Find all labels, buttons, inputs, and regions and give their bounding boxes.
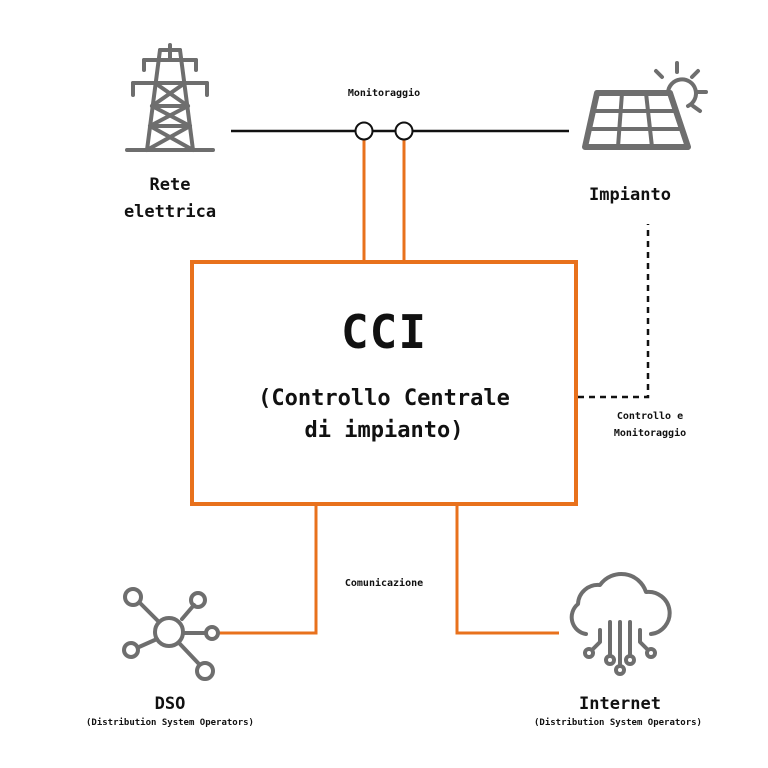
cci-subtitle-line2: di impianto) [304,417,464,443]
internet-title: Internet [579,694,661,714]
plant-label: Impianto [589,185,671,205]
control-label-line1: Controllo e [616,411,684,422]
cloud-circuit-icon [569,571,672,676]
network-hub-icon [122,587,220,681]
cci-title: CCI [340,305,428,359]
grid-label: Rete elettrica [100,172,240,226]
power-tower-icon [125,43,215,152]
monitoring-top-label: Monitoraggio [347,88,421,99]
cci-subtitle: (Controllo Centrale di impianto) [192,383,576,447]
internet-subtitle: (Distribution System Operators) [534,718,702,728]
communication-line-right [455,506,559,635]
control-dashed-line [578,224,650,399]
monitoring-node-left [354,121,374,141]
control-label-line2: Monitoraggio [613,428,687,439]
dso-title: DSO [154,694,186,714]
monitoring-node-right [394,121,414,141]
control-monitoring-label: Controllo e Monitoraggio [590,408,710,442]
cci-subtitle-line1: (Controllo Centrale [258,386,510,411]
cci-box [190,260,578,506]
communication-label: Comunicazione [344,578,424,589]
grid-label-line2: elettrica [123,202,217,223]
grid-label-line1: Rete [149,175,191,195]
communication-line-left [216,506,318,635]
solar-panel-icon [582,61,708,150]
dso-subtitle: (Distribution System Operators) [86,718,254,728]
